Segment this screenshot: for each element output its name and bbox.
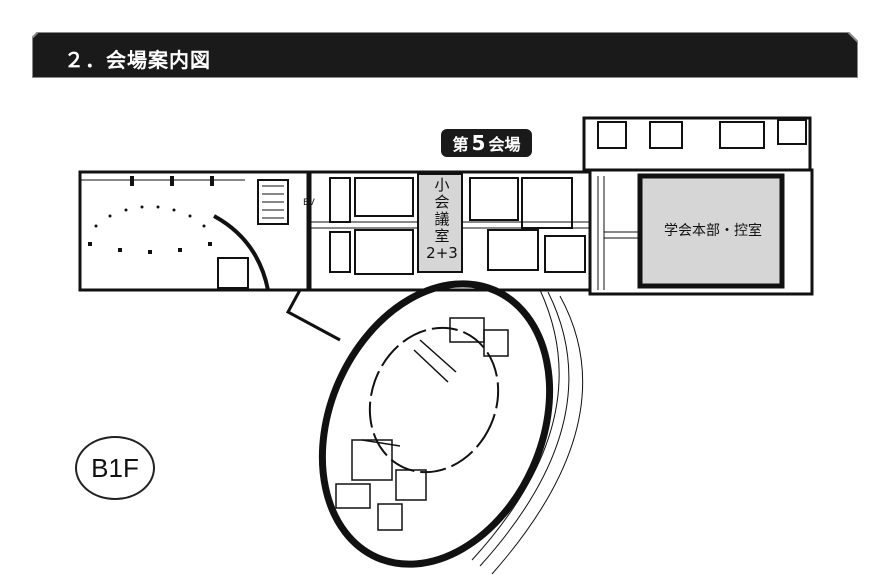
elevator-label: EV (303, 198, 315, 208)
page-title: ２．会場案内図 (64, 48, 211, 72)
title-banner (32, 32, 858, 78)
badge-prefix: 第 (452, 135, 469, 154)
small-meeting-room-label: 小 会 議 室 2+3 (426, 176, 458, 262)
badge-number: 5 (471, 131, 486, 155)
floor-badge: B1F (75, 436, 155, 500)
hq-room-label: 学会本部・控室 (664, 223, 762, 239)
venue-5-badge: 第 5 会場 (441, 129, 532, 157)
badge-suffix: 会場 (488, 135, 521, 154)
